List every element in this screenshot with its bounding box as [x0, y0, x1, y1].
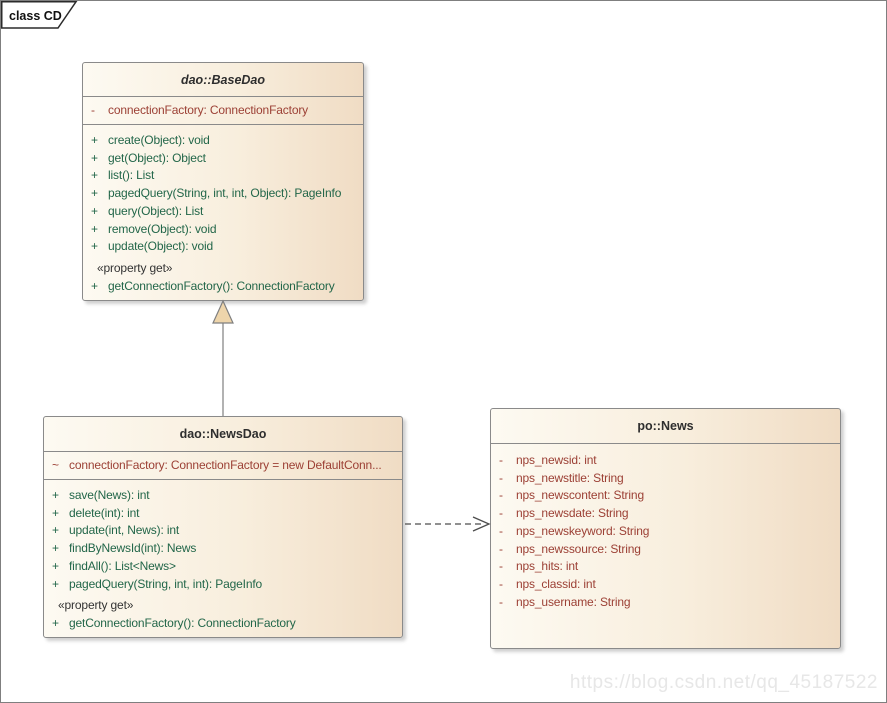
visibility-marker: + [91, 203, 98, 218]
attribute-row: - nps_newscontent: String [491, 487, 840, 505]
method-row: + findByNewsId(int): News [44, 540, 402, 558]
method-row: + query(Object): List [83, 203, 363, 221]
attributes-compartment: ~ connectionFactory: ConnectionFactory =… [44, 451, 402, 479]
visibility-marker: - [499, 470, 503, 485]
method-row: + remove(Object): void [83, 221, 363, 239]
member-text: pagedQuery(String, int, int): PageInfo [69, 576, 263, 591]
member-text: connectionFactory: ConnectionFactory [108, 103, 309, 117]
member-text: nps_newsid: int [516, 453, 597, 467]
visibility-marker: - [499, 506, 503, 521]
attribute-row: - nps_newsid: int [491, 452, 840, 470]
visibility-marker: - [499, 576, 503, 591]
member-text: nps_newscontent: String [516, 488, 644, 503]
member-text: pagedQuery(String, int, int, Object): Pa… [108, 186, 342, 201]
attribute-row: ~ connectionFactory: ConnectionFactory =… [44, 457, 402, 475]
member-text: update(Object): void [108, 239, 214, 254]
method-row: + pagedQuery(String, int, int): PageInfo [44, 576, 402, 594]
attribute-row: - nps_newstitle: String [491, 470, 840, 488]
member-text: nps_newstitle: String [516, 470, 624, 485]
class-title: po::News [637, 419, 694, 433]
visibility-marker: + [91, 186, 98, 201]
member-text: update(int, News): int [69, 523, 180, 538]
method-row: + getConnectionFactory(): ConnectionFact… [83, 278, 363, 296]
method-row: + create(Object): void [83, 132, 363, 150]
visibility-marker: - [499, 523, 503, 538]
method-row: + delete(int): int [44, 505, 402, 523]
member-text: create(Object): void [108, 133, 210, 147]
member-text: remove(Object): void [108, 221, 217, 236]
method-row: + getConnectionFactory(): ConnectionFact… [44, 615, 402, 633]
visibility-marker: - [499, 453, 503, 467]
visibility-marker: - [499, 594, 503, 609]
attribute-row: - nps_username: String [491, 594, 840, 612]
attribute-row: - connectionFactory: ConnectionFactory [83, 102, 363, 120]
member-text: nps_newsdate: String [516, 506, 629, 521]
visibility-marker: + [91, 150, 98, 165]
attribute-row: - nps_newskeyword: String [491, 523, 840, 541]
visibility-marker: + [52, 615, 59, 630]
member-text: get(Object): Object [108, 150, 206, 165]
member-text: query(Object): List [108, 203, 204, 218]
method-row: + findAll(): List<News> [44, 558, 402, 576]
diagram-title: class CD [9, 9, 62, 23]
member-text: delete(int): int [69, 505, 140, 520]
visibility-marker: - [499, 488, 503, 503]
member-text: list(): List [108, 168, 155, 183]
member-text: nps_classid: int [516, 576, 596, 591]
visibility-marker: + [52, 576, 59, 591]
attributes-compartment: - connectionFactory: ConnectionFactory [83, 96, 363, 124]
member-text: nps_username: String [516, 594, 631, 609]
method-row: + save(News): int [44, 487, 402, 505]
visibility-marker: + [91, 133, 98, 147]
method-row: + update(int, News): int [44, 522, 402, 540]
member-text: connectionFactory: ConnectionFactory = n… [69, 458, 382, 472]
class-box-basedao[interactable]: dao::BaseDao - connectionFactory: Connec… [82, 62, 364, 301]
member-text: findByNewsId(int): News [69, 541, 197, 556]
dependency-arrowhead-icon [472, 516, 491, 532]
member-text: getConnectionFactory(): ConnectionFactor… [69, 615, 296, 630]
member-text: nps_newskeyword: String [516, 523, 650, 538]
member-text: getConnectionFactory(): ConnectionFactor… [108, 278, 335, 293]
member-text: nps_newssource: String [516, 541, 641, 556]
visibility-marker: + [91, 239, 98, 254]
attribute-row: - nps_newsdate: String [491, 505, 840, 523]
member-text: save(News): int [69, 488, 150, 502]
visibility-marker: ~ [52, 458, 59, 472]
generalization-arrowhead-icon [212, 299, 234, 324]
attributes-compartment: - nps_newsid: int - nps_newstitle: Strin… [491, 443, 840, 648]
method-row: + update(Object): void [83, 238, 363, 256]
class-title: dao::BaseDao [180, 72, 266, 87]
visibility-marker: + [52, 541, 59, 556]
frame-tab-shape [1, 1, 78, 29]
stereotype-label: «property get» [58, 598, 134, 613]
member-text: nps_hits: int [516, 559, 579, 574]
class-title: dao::NewsDao [179, 427, 267, 441]
member-text: findAll(): List<News> [69, 558, 176, 573]
visibility-marker: + [52, 488, 59, 502]
visibility-marker: + [52, 505, 59, 520]
method-row: + get(Object): Object [83, 150, 363, 168]
watermark: https://blog.csdn.net/qq_45187522 [569, 672, 878, 693]
visibility-marker: + [52, 558, 59, 573]
attribute-row: - nps_hits: int [491, 558, 840, 576]
visibility-marker: + [91, 168, 98, 183]
method-row: + list(): List [83, 167, 363, 185]
class-box-newsdao[interactable]: dao::NewsDao ~ connectionFactory: Connec… [43, 416, 403, 638]
class-box-news[interactable]: po::News - nps_newsid: int - nps_newstit… [490, 408, 841, 649]
methods-compartment: + save(News): int + delete(int): int + u… [44, 479, 402, 637]
visibility-marker: - [499, 559, 503, 574]
attribute-row: - nps_newssource: String [491, 541, 840, 559]
visibility-marker: - [499, 541, 503, 556]
visibility-marker: + [91, 278, 98, 293]
visibility-marker: - [91, 103, 95, 117]
visibility-marker: + [52, 523, 59, 538]
diagram-frame-tab: class CD [1, 1, 78, 29]
visibility-marker: + [91, 221, 98, 236]
method-row: + pagedQuery(String, int, int, Object): … [83, 185, 363, 203]
methods-compartment: + create(Object): void + get(Object): Ob… [83, 124, 363, 300]
attribute-row: - nps_classid: int [491, 576, 840, 594]
stereotype-label: «property get» [97, 260, 173, 275]
